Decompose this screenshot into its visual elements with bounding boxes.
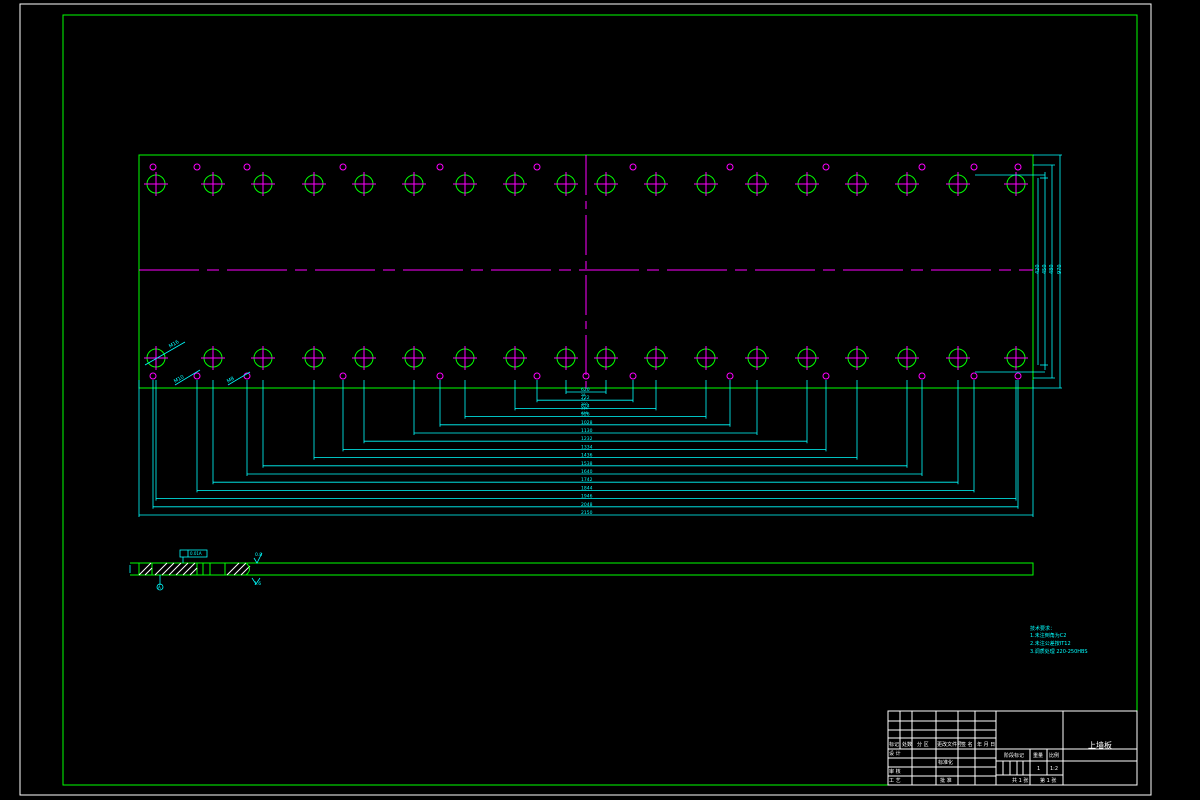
- tb-row-process: 工 艺: [889, 778, 901, 784]
- dimension-lines: 620 722 824 926 1028 1130 1232 1334 1436 1538 1640…: [138, 380, 1034, 517]
- tb-header-change: 更改文件号: [937, 741, 962, 748]
- roughness-0-8: 0.8: [255, 552, 262, 558]
- drawing-title: 上墙板: [1088, 740, 1112, 750]
- dimension-label: 1538: [581, 461, 593, 467]
- dimension-label: 200: [581, 402, 588, 406]
- tb-count-value: 1: [1037, 766, 1040, 772]
- dimension-label: 1946: [581, 494, 593, 500]
- pin-hole: [1014, 163, 1022, 171]
- pin-hole: [726, 372, 734, 380]
- side-dim-4: 970: [1057, 264, 1063, 274]
- pin-hole: [339, 372, 347, 380]
- dimension-label: 824: [581, 403, 590, 409]
- tb-stage-mark: 阶段标记: [1004, 752, 1024, 759]
- dimension-label: 1640: [581, 469, 593, 475]
- dimension-label: 620: [581, 387, 590, 393]
- callout-m8: M8: [226, 376, 235, 385]
- dimension-label: 1436: [581, 453, 593, 459]
- note-title: 技术要求：: [1030, 625, 1055, 632]
- tb-row-design: 设 计: [889, 750, 901, 757]
- dimension-label: 2048: [581, 502, 593, 508]
- hole-callouts: M16 M10 M8: [144, 339, 251, 386]
- tb-sheets-total: 共 1 张: [1012, 777, 1028, 784]
- roughness-1-6: 1.6: [254, 581, 261, 587]
- note-1: 1.未注倒角为C2: [1030, 632, 1066, 639]
- pin-hole: [822, 372, 830, 380]
- technical-notes: 技术要求： 1.未注倒角为C2 2.未注公差按IT12 3.调质处理 220-2…: [1030, 625, 1088, 655]
- sheet-outer-border: [19, 3, 1152, 796]
- dimension-label: 2150: [581, 510, 593, 516]
- tb-header-sign: 签 名: [961, 741, 973, 748]
- pin-hole: [918, 163, 926, 171]
- pin-hole: [243, 163, 251, 171]
- tb-header-date: 年 月 日: [977, 741, 995, 748]
- pin-hole: [918, 372, 926, 380]
- tb-scale-label: 比例: [1049, 752, 1059, 759]
- pin-hole: [970, 372, 978, 380]
- note-2: 2.未注公差按IT12: [1030, 640, 1071, 647]
- dimension-label: 416: [581, 411, 588, 415]
- pin-hole: [629, 163, 637, 171]
- side-dim-3: 480: [1049, 264, 1055, 274]
- dimension-label: 926: [581, 412, 590, 418]
- dimension-label: 1232: [581, 436, 593, 442]
- pin-hole: [436, 163, 444, 171]
- side-dimensions: 420 450 480 970: [975, 154, 1063, 389]
- dimension-label: 28: [581, 393, 585, 397]
- dimension-label: 1742: [581, 477, 593, 483]
- callout-m10: M10: [173, 374, 185, 385]
- note-3: 3.调质处理 220-250HBS: [1030, 648, 1088, 655]
- geometric-tolerance: 0.01A: [190, 551, 202, 556]
- side-dim-1: 420: [1035, 264, 1041, 274]
- pin-hole: [149, 372, 157, 380]
- tb-weight: 重量: [1033, 752, 1043, 759]
- pin-hole: [533, 372, 541, 380]
- tb-header-zone: 分 区: [917, 741, 929, 748]
- pin-hole: [822, 163, 830, 171]
- dimension-label: 1028: [581, 420, 593, 426]
- pin-hole: [1014, 372, 1022, 380]
- dimension-label: 54: [581, 398, 586, 402]
- datum-a-label: A: [158, 585, 161, 590]
- pin-hole: [970, 163, 978, 171]
- hole-pattern: [144, 163, 1028, 380]
- pin-hole: [149, 163, 157, 171]
- title-block: 标记 处数 分 区 更改文件号 签 名 年 月 日 设 计 标准化 审 核 工 …: [887, 710, 1138, 786]
- tb-row-review: 审 核: [889, 768, 901, 775]
- dimension-label: 1334: [581, 444, 593, 450]
- tb-sheet-number: 第 1 张: [1040, 777, 1056, 784]
- pin-hole: [726, 163, 734, 171]
- pin-hole: [436, 372, 444, 380]
- pin-hole: [629, 372, 637, 380]
- dimension-label: 1844: [581, 485, 593, 491]
- sheet-inner-border: [62, 14, 1138, 786]
- tb-row-standard: 标准化: [938, 759, 953, 766]
- dimension-label: 722: [581, 395, 590, 401]
- pin-hole: [582, 372, 590, 380]
- pin-hole: [533, 163, 541, 171]
- tb-scale-value: 1:2: [1050, 766, 1058, 772]
- dimension-label: 314: [581, 407, 588, 411]
- tb-header-mark: 标记: [889, 741, 899, 748]
- tb-approve: 批 准: [940, 777, 952, 784]
- side-dim-2: 450: [1042, 264, 1048, 274]
- callout-m16: M16: [168, 339, 180, 350]
- pin-hole: [339, 163, 347, 171]
- pin-hole: [193, 372, 201, 380]
- pin-hole: [193, 163, 201, 171]
- dimension-label: 1130: [581, 428, 593, 434]
- tb-header-count: 处数: [902, 741, 912, 748]
- section-view: A 0.01A 0.8 1.6: [129, 549, 1034, 591]
